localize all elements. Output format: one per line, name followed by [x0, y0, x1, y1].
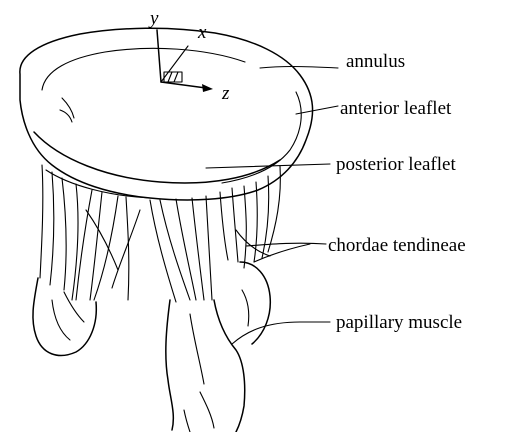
chorda-strand: [192, 198, 204, 300]
anterior-leaflet-leader: [296, 106, 338, 114]
central-papillary-muscle-right: [214, 300, 245, 432]
papillary-muscles: [33, 262, 270, 432]
chorda-strand: [72, 184, 78, 300]
chorda-strand: [244, 186, 246, 268]
annulus-rim: [20, 28, 313, 200]
chorda-strand: [50, 172, 54, 285]
chordae-tendineae-strands: [40, 165, 280, 302]
chorda-strand: [94, 196, 118, 300]
central-muscle-detail: [184, 314, 214, 432]
labels: annulus anterior leaflet posterior leafl…: [328, 51, 466, 333]
chorda-strand: [62, 178, 66, 290]
annulus-label: annulus: [346, 51, 405, 72]
chordae-tendineae-leader-upper: [246, 243, 326, 246]
leader-lines: [206, 67, 338, 345]
chorda-strand: [86, 210, 118, 270]
x-axis-line: [161, 46, 188, 82]
chorda-strand: [90, 192, 102, 300]
valve-disc: [20, 28, 313, 200]
left-papillary-muscle: [33, 278, 96, 355]
anterior-leaflet-label: anterior leaflet: [340, 98, 452, 119]
commissure-mark: [60, 98, 74, 122]
central-papillary-muscle: [166, 300, 174, 430]
right-papillary-muscle: [240, 262, 270, 344]
z-axis-label: z: [221, 83, 230, 104]
annulus-leader: [260, 67, 338, 69]
chorda-strand: [112, 210, 140, 288]
chorda-strand: [40, 165, 43, 278]
papillary-muscle-label: papillary muscle: [336, 312, 462, 333]
y-axis-line: [157, 30, 161, 82]
x-axis-label: x: [197, 22, 207, 43]
z-axis-line: [161, 82, 206, 88]
chorda-strand: [232, 188, 238, 262]
posterior-leaflet-label: posterior leaflet: [336, 154, 456, 175]
z-axis-arrowhead: [202, 84, 213, 92]
chorda-strand: [206, 196, 212, 300]
chorda-strand: [176, 199, 196, 300]
papillary-muscle-leader: [232, 322, 330, 344]
chorda-strand: [76, 190, 92, 300]
origin-hatch: [168, 72, 178, 82]
left-muscle-detail: [52, 292, 84, 340]
inner-rim: [42, 48, 245, 90]
chordae-tendineae-label: chordae tendineae: [328, 235, 466, 256]
y-axis-label: y: [148, 8, 159, 29]
coordinate-axes: y x z: [148, 8, 230, 104]
disc-underside: [46, 170, 150, 198]
chorda-strand: [220, 192, 228, 260]
leaflet-margin: [34, 132, 280, 183]
right-muscle-detail: [242, 290, 249, 326]
